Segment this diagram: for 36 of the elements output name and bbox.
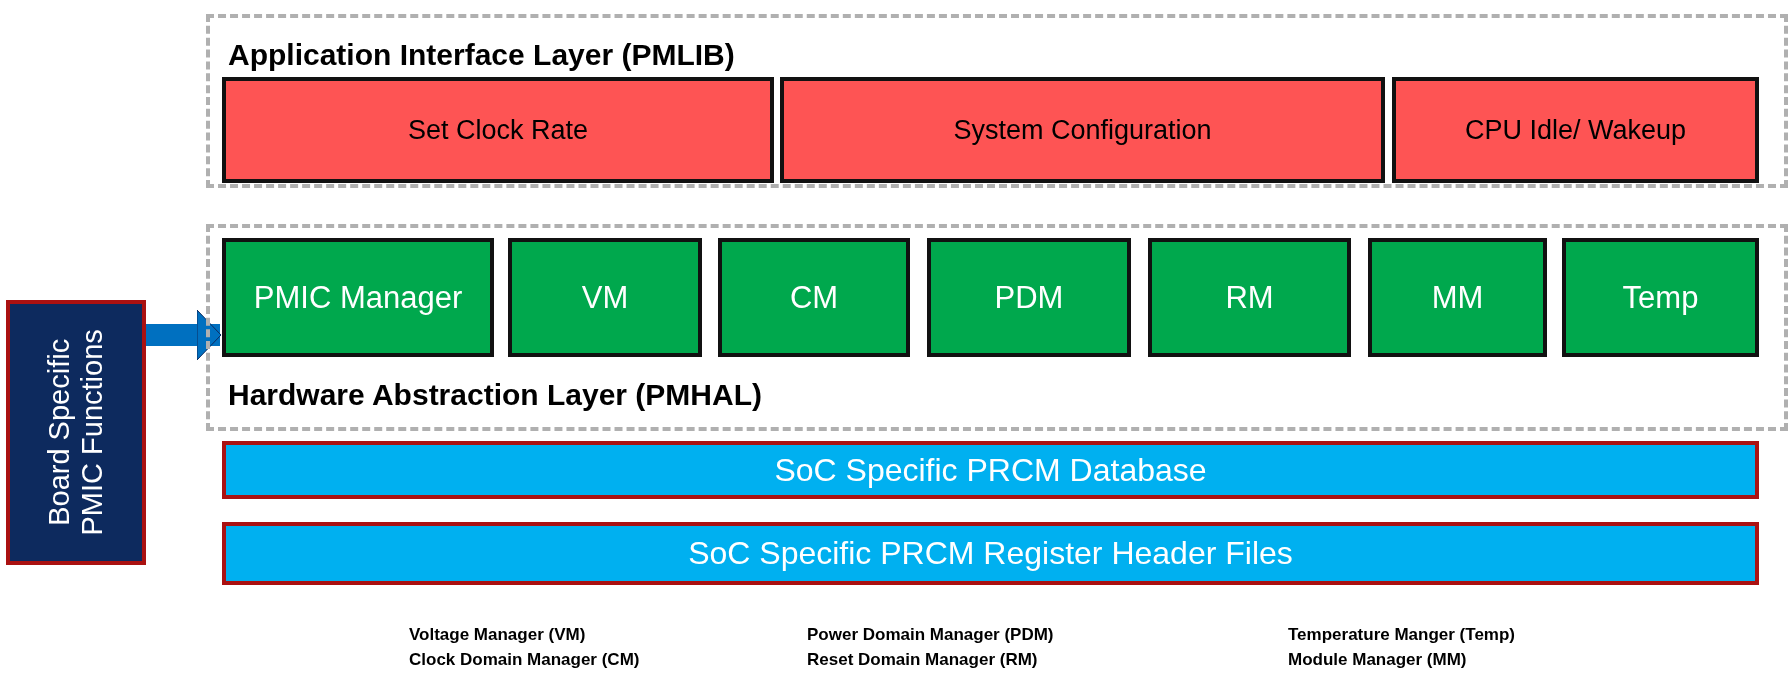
layer-panel bbox=[206, 224, 1788, 431]
interface-block bbox=[1392, 77, 1759, 183]
block-label: RM bbox=[1225, 279, 1274, 316]
block-label: System Configuration bbox=[953, 114, 1212, 146]
block-label: Board Specific PMIC Functions bbox=[42, 328, 109, 538]
module-block bbox=[718, 238, 910, 357]
module-block bbox=[508, 238, 702, 357]
module-block bbox=[1148, 238, 1351, 357]
block-label: SoC Specific PRCM Database bbox=[774, 451, 1207, 489]
abbreviation-note: Reset Domain Manager (RM) bbox=[807, 650, 1038, 670]
module-block bbox=[222, 238, 494, 357]
block-label: PMIC Manager bbox=[253, 279, 463, 316]
block-label: MM bbox=[1431, 279, 1484, 316]
module-block bbox=[927, 238, 1131, 357]
block-label: CPU Idle/ Wakeup bbox=[1464, 114, 1687, 146]
side-block bbox=[6, 300, 146, 565]
database-bar bbox=[222, 441, 1759, 499]
layer-panel bbox=[206, 14, 1788, 188]
block-label: Set Clock Rate bbox=[407, 114, 589, 146]
abbreviation-note: Module Manager (MM) bbox=[1288, 650, 1467, 670]
abbreviation-note: Voltage Manager (VM) bbox=[409, 625, 586, 645]
abbreviation-note: Power Domain Manager (PDM) bbox=[807, 625, 1054, 645]
database-bar bbox=[222, 522, 1759, 585]
abbreviation-note: Clock Domain Manager (CM) bbox=[409, 650, 640, 670]
block-label: VM bbox=[581, 279, 629, 316]
abbreviation-note: Temperature Manger (Temp) bbox=[1288, 625, 1516, 645]
block-label: SoC Specific PRCM Register Header Files bbox=[688, 535, 1293, 572]
layer-heading: Hardware Abstraction Layer (PMHAL) bbox=[228, 378, 762, 412]
block-label: PDM bbox=[994, 279, 1064, 316]
interface-block bbox=[222, 77, 774, 183]
layer-heading: Application Interface Layer (PMLIB) bbox=[228, 38, 735, 72]
block-label: CM bbox=[789, 279, 839, 316]
module-block bbox=[1368, 238, 1547, 357]
interface-block bbox=[780, 77, 1385, 183]
module-block bbox=[1562, 238, 1759, 357]
block-label: Temp bbox=[1622, 279, 1699, 316]
